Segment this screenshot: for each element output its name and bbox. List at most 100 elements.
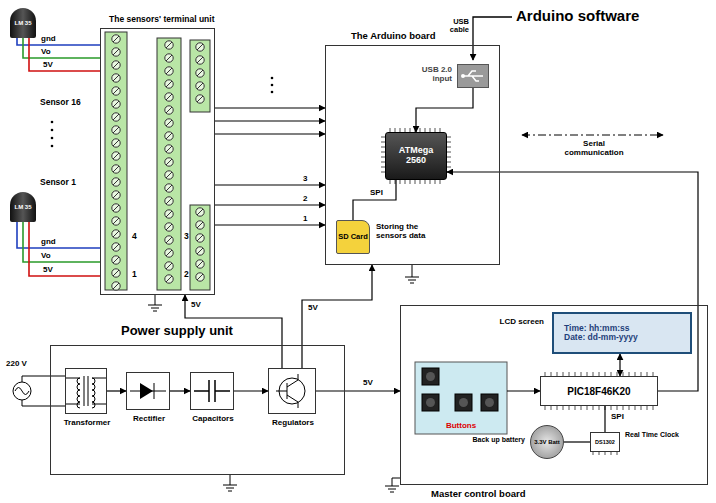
node-title: LCD screen bbox=[500, 318, 544, 327]
terminal-screw bbox=[112, 165, 120, 173]
terminal-screw bbox=[165, 275, 173, 283]
connector bbox=[215, 204, 325, 205]
terminal-screw bbox=[165, 132, 173, 140]
edge-label: gnd bbox=[40, 238, 57, 247]
node-title: Buttons bbox=[446, 422, 476, 431]
edge-label: SPI bbox=[610, 413, 625, 422]
screw-slot bbox=[197, 44, 203, 50]
connector bbox=[447, 172, 698, 391]
node-title: Power supply unit bbox=[121, 324, 233, 338]
usb-cable bbox=[473, 17, 512, 60]
terminal-screw bbox=[112, 269, 120, 277]
node-title: PIC18F46K20 bbox=[567, 386, 630, 397]
connector bbox=[107, 390, 126, 391]
node-title: Capacitors bbox=[178, 415, 248, 424]
usb-port bbox=[457, 64, 489, 88]
edge-label: 5V bbox=[190, 301, 202, 310]
terminal-number: 4 bbox=[132, 232, 137, 241]
node-title: SD Card bbox=[338, 233, 368, 241]
title-label: Arduino software bbox=[516, 8, 639, 25]
node-text: 3.3V Batt bbox=[534, 439, 560, 446]
terminal-screw bbox=[112, 48, 120, 56]
terminal-screw bbox=[165, 106, 173, 114]
terminal-screw bbox=[112, 126, 120, 134]
edge-label: gnd bbox=[40, 35, 57, 44]
terminal-strip bbox=[190, 205, 210, 290]
ground-symbol bbox=[148, 295, 162, 311]
edge-label: 5V bbox=[42, 266, 54, 275]
screw-slot bbox=[197, 209, 203, 215]
screw-slot bbox=[197, 57, 203, 63]
screw-slot bbox=[113, 283, 119, 289]
screw-slot bbox=[113, 231, 119, 237]
buttons-background bbox=[415, 362, 507, 434]
node-text: Date: dd-mm-yyyy bbox=[564, 333, 638, 342]
terminal-screw bbox=[165, 184, 173, 192]
terminal-screw bbox=[196, 273, 204, 281]
terminal-screw bbox=[112, 35, 120, 43]
transistor-leads bbox=[276, 374, 298, 408]
chip-pin bbox=[605, 452, 606, 455]
screw-slot bbox=[197, 274, 203, 280]
screw-slot bbox=[166, 211, 172, 217]
capacitor-symbol bbox=[194, 380, 230, 402]
node-text: Real Time Clock bbox=[625, 431, 687, 439]
screw-slot bbox=[113, 257, 119, 263]
chip-pin bbox=[599, 452, 600, 455]
terminal-screw bbox=[196, 95, 204, 103]
usb-icon bbox=[461, 74, 465, 78]
edge-label: 2 bbox=[302, 195, 308, 204]
dot bbox=[51, 129, 54, 132]
node-title: Transformer bbox=[52, 419, 122, 428]
terminal-number: 1 bbox=[132, 270, 137, 279]
chip-pin bbox=[617, 452, 618, 455]
terminal-screw bbox=[196, 260, 204, 268]
screw-slot bbox=[113, 140, 119, 146]
screw-slot bbox=[113, 75, 119, 81]
backup-battery: Back up battery3.3V Batt bbox=[530, 425, 564, 459]
screw-slot bbox=[113, 205, 119, 211]
terminal-screw bbox=[165, 171, 173, 179]
screw-slot bbox=[113, 101, 119, 107]
button-cap bbox=[485, 398, 494, 407]
screw-slot bbox=[113, 192, 119, 198]
dot bbox=[51, 145, 54, 148]
screw-slot bbox=[197, 261, 203, 267]
node-text: Time: hh:mm:ss bbox=[564, 324, 630, 333]
screw-slot bbox=[166, 276, 172, 282]
transistor-symbol bbox=[276, 374, 305, 408]
sd-card: SD Card bbox=[336, 220, 370, 254]
terminal-screw bbox=[112, 139, 120, 147]
screw-slot bbox=[197, 70, 203, 76]
connector bbox=[316, 390, 400, 391]
transformer-block: Transformer bbox=[65, 368, 107, 414]
note-label: Storing the sensors data bbox=[376, 223, 448, 241]
screw-slot bbox=[113, 36, 119, 42]
chip-pin bbox=[593, 452, 594, 455]
edge-label: Vo bbox=[40, 48, 52, 57]
terminal-screw bbox=[165, 210, 173, 218]
button-cap bbox=[459, 398, 468, 407]
source-circle bbox=[13, 382, 31, 400]
terminal-screw bbox=[165, 80, 173, 88]
screw-slot bbox=[113, 166, 119, 172]
serial-arrow bbox=[522, 135, 663, 136]
edge-label: SPI bbox=[369, 189, 384, 198]
transformer-symbol bbox=[65, 376, 107, 408]
continuation-dots bbox=[51, 77, 274, 148]
dot bbox=[271, 77, 274, 80]
connector bbox=[619, 354, 620, 376]
usb-body bbox=[457, 64, 489, 88]
node-title: USB 2.0 input bbox=[406, 66, 452, 84]
terminal-screw bbox=[165, 158, 173, 166]
regulator-block: Regulators bbox=[268, 368, 316, 414]
edge-label: 5V bbox=[307, 304, 319, 313]
sensor-wire bbox=[23, 222, 100, 262]
connector bbox=[215, 107, 325, 108]
terminal-screw bbox=[112, 282, 120, 290]
node-title: Regulators bbox=[258, 419, 328, 428]
terminal-screw bbox=[112, 230, 120, 238]
screw-slot bbox=[166, 94, 172, 100]
connector bbox=[234, 390, 268, 391]
node-title: Back up battery bbox=[467, 436, 525, 444]
